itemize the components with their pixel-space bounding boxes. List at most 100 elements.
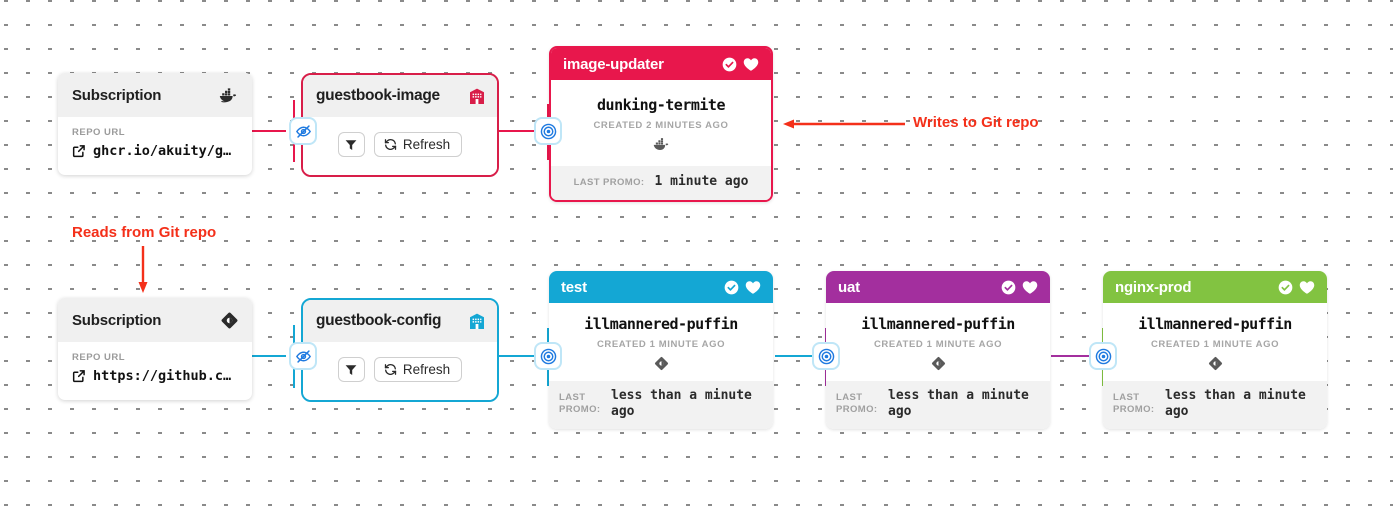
stage-header[interactable]: image-updater [551, 48, 771, 80]
freight-created: CREATED 1 MINUTE AGO [873, 339, 1003, 350]
heart-icon[interactable] [745, 280, 761, 295]
freight-created: CREATED 2 MINUTES AGO [593, 120, 729, 131]
stage-footer: LAST PROMO: 1 minute ago [551, 166, 771, 200]
stage-header[interactable]: nginx-prod [1103, 271, 1327, 303]
target-icon [540, 123, 557, 140]
freight-id: illmannered-puffin [1138, 315, 1292, 333]
subscription-header: Subscription [58, 73, 252, 117]
filter-button[interactable] [337, 357, 365, 382]
freight-id: illmannered-puffin [584, 315, 738, 333]
check-circle-icon[interactable] [722, 57, 737, 72]
stage-footer: LAST PROMO: less than a minute ago [1103, 381, 1327, 429]
freight-created: CREATED 1 MINUTE AGO [1150, 339, 1280, 350]
heart-icon[interactable] [1299, 280, 1315, 295]
stage-body: illmannered-puffin CREATED 1 MINUTE AGO [549, 303, 773, 381]
warehouse-name: guestbook-image [316, 87, 440, 104]
warehouse-icon [470, 313, 484, 329]
refresh-label: Refresh [402, 362, 451, 377]
external-link-icon[interactable] [72, 144, 86, 158]
last-promo-label: LAST PROMO: [836, 392, 878, 416]
warehouse-header: guestbook-config [303, 300, 497, 342]
connector-chip-target-image[interactable] [534, 117, 562, 145]
target-icon [1095, 348, 1112, 365]
annotation-reads-from-git-repo: Reads from Git repo [72, 224, 217, 241]
git-icon [834, 355, 1042, 371]
stage-header[interactable]: uat [826, 271, 1050, 303]
annotation-writes-to-git-repo: Writes to Git repo [913, 114, 1039, 131]
filter-button[interactable] [337, 132, 365, 157]
connector-chip-hidden-config[interactable] [289, 342, 317, 370]
heart-icon[interactable] [1022, 280, 1038, 295]
warehouse-name: guestbook-config [316, 312, 442, 329]
stage-body: dunking-termite CREATED 2 MINUTES AGO [551, 80, 771, 166]
last-promo-label: LAST PROMO: [559, 392, 601, 416]
last-promo-value: less than a minute ago [611, 388, 752, 420]
stage-header[interactable]: test [549, 271, 773, 303]
target-icon [818, 348, 835, 365]
last-promo-value: 1 minute ago [654, 174, 749, 190]
stage-card-image-updater[interactable]: image-updater dunking-termite CREATED 2 … [549, 46, 773, 202]
stage-card-test[interactable]: test illmannered-puffin CREATED 1 MINUTE… [549, 271, 773, 429]
repo-url-row[interactable]: https://github.c… [72, 368, 238, 384]
subscription-header: Subscription [58, 298, 252, 342]
connector-chip-target-prod[interactable] [1089, 342, 1117, 370]
refresh-icon [384, 138, 397, 151]
refresh-label: Refresh [402, 137, 451, 152]
repo-url-row[interactable]: ghcr.io/akuity/g… [72, 143, 238, 159]
refresh-icon [384, 363, 397, 376]
stage-name: nginx-prod [1115, 278, 1192, 296]
stage-footer: LAST PROMO: less than a minute ago [826, 381, 1050, 429]
refresh-button[interactable]: Refresh [373, 132, 463, 157]
stage-card-nginx-prod[interactable]: nginx-prod illmannered-puffin CREATED 1 … [1103, 271, 1327, 429]
connector-chip-target-test[interactable] [534, 342, 562, 370]
last-promo-label: LAST PROMO: [1113, 392, 1155, 416]
subscription-title: Subscription [72, 86, 162, 104]
subscription-body: REPO URL https://github.c… [58, 342, 252, 400]
freight-id: dunking-termite [597, 96, 725, 114]
heart-icon[interactable] [743, 57, 759, 72]
warehouse-card-guestbook-config[interactable]: guestbook-config [301, 298, 499, 402]
eye-off-icon [295, 348, 312, 365]
eye-off-icon [295, 123, 312, 140]
freight-id: illmannered-puffin [861, 315, 1015, 333]
refresh-button[interactable]: Refresh [373, 357, 463, 382]
stage-body: illmannered-puffin CREATED 1 MINUTE AGO [1103, 303, 1327, 381]
last-promo-value: less than a minute ago [888, 388, 1029, 420]
last-promo-value: less than a minute ago [1165, 388, 1306, 420]
stage-name: test [561, 278, 587, 296]
stage-name: image-updater [563, 55, 664, 73]
repo-url-label: REPO URL [72, 127, 126, 138]
connector-chip-target-uat[interactable] [812, 342, 840, 370]
git-icon [1111, 355, 1319, 371]
freight-created: CREATED 1 MINUTE AGO [596, 339, 726, 350]
subscription-body: REPO URL ghcr.io/akuity/g… [58, 117, 252, 175]
docker-icon [559, 136, 763, 152]
warehouse-header: guestbook-image [303, 75, 497, 117]
repo-url-value: https://github.c… [93, 368, 232, 384]
stage-footer: LAST PROMO: less than a minute ago [549, 381, 773, 429]
last-promo-label: LAST PROMO: [573, 176, 645, 188]
stage-body: illmannered-puffin CREATED 1 MINUTE AGO [826, 303, 1050, 381]
filter-icon [345, 364, 357, 376]
repo-url-value: ghcr.io/akuity/g… [93, 143, 232, 159]
warehouse-card-guestbook-image[interactable]: guestbook-image [301, 73, 499, 177]
filter-icon [345, 139, 357, 151]
subscription-title: Subscription [72, 311, 162, 329]
stage-name: uat [838, 278, 860, 296]
warehouse-icon [470, 88, 484, 104]
external-link-icon[interactable] [72, 369, 86, 383]
check-circle-icon[interactable] [724, 280, 739, 295]
stage-card-uat[interactable]: uat illmannered-puffin CREATED 1 MINUTE … [826, 271, 1050, 429]
target-icon [540, 348, 557, 365]
subscription-card-image[interactable]: Subscription REPO URL [58, 73, 252, 175]
git-icon [557, 355, 765, 371]
connector-chip-hidden-image[interactable] [289, 117, 317, 145]
git-icon [221, 312, 238, 329]
docker-icon [219, 87, 238, 103]
subscription-card-config[interactable]: Subscription REPO URL [58, 298, 252, 400]
check-circle-icon[interactable] [1001, 280, 1016, 295]
repo-url-label: REPO URL [72, 352, 126, 363]
warehouse-actions: Refresh [303, 342, 497, 400]
check-circle-icon[interactable] [1278, 280, 1293, 295]
warehouse-actions: Refresh [303, 117, 497, 175]
